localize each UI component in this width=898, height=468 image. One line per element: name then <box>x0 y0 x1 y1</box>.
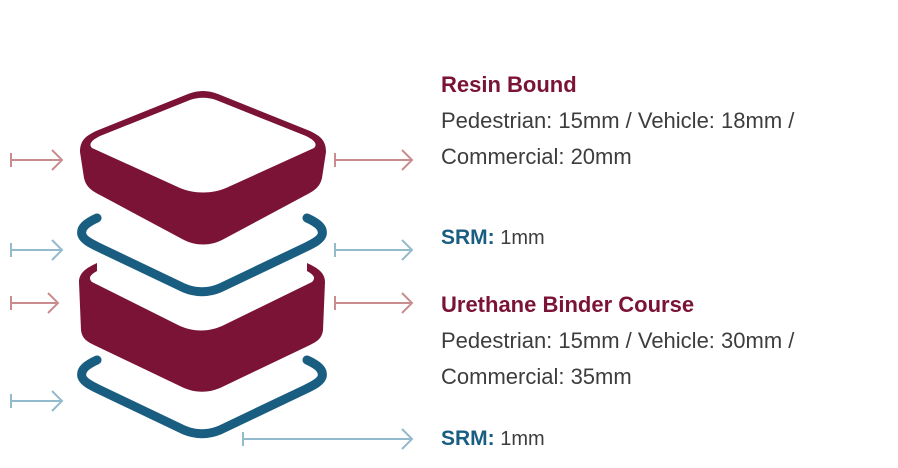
srm-value: 1mm <box>500 428 545 450</box>
layer-title: Resin Bound <box>441 72 577 97</box>
srm-label-2: SRM: 1mm <box>441 427 545 451</box>
layer-stack-diagram <box>10 91 414 450</box>
layer-spec-line: Commercial: 20mm <box>441 144 632 169</box>
layer-spec-line: Pedestrian: 15mm / Vehicle: 18mm / <box>441 108 795 133</box>
layer-title: Urethane Binder Course <box>441 292 695 317</box>
indicator-arrows <box>10 149 414 450</box>
layer-spec-line: Pedestrian: 15mm / Vehicle: 30mm / <box>441 328 795 353</box>
srm-layer-icon <box>77 355 327 439</box>
arrow-icon <box>10 149 414 314</box>
layer-spec-line: Commercial: 35mm <box>441 364 632 389</box>
srm-key: SRM: <box>441 226 495 249</box>
urethane-binder-layer-icon <box>79 263 325 392</box>
srm-layer-icon <box>77 213 327 297</box>
srm-label-1: SRM: 1mm <box>441 226 545 250</box>
srm-value: 1mm <box>500 227 545 249</box>
urethane-binder-label: Urethane Binder Course Pedestrian: 15mm … <box>441 292 794 395</box>
resin-bound-layer-icon <box>80 91 326 245</box>
resin-bound-label: Resin Bound Pedestrian: 15mm / Vehicle: … <box>441 72 794 175</box>
arrow-icon <box>10 239 414 450</box>
srm-key: SRM: <box>441 427 495 450</box>
